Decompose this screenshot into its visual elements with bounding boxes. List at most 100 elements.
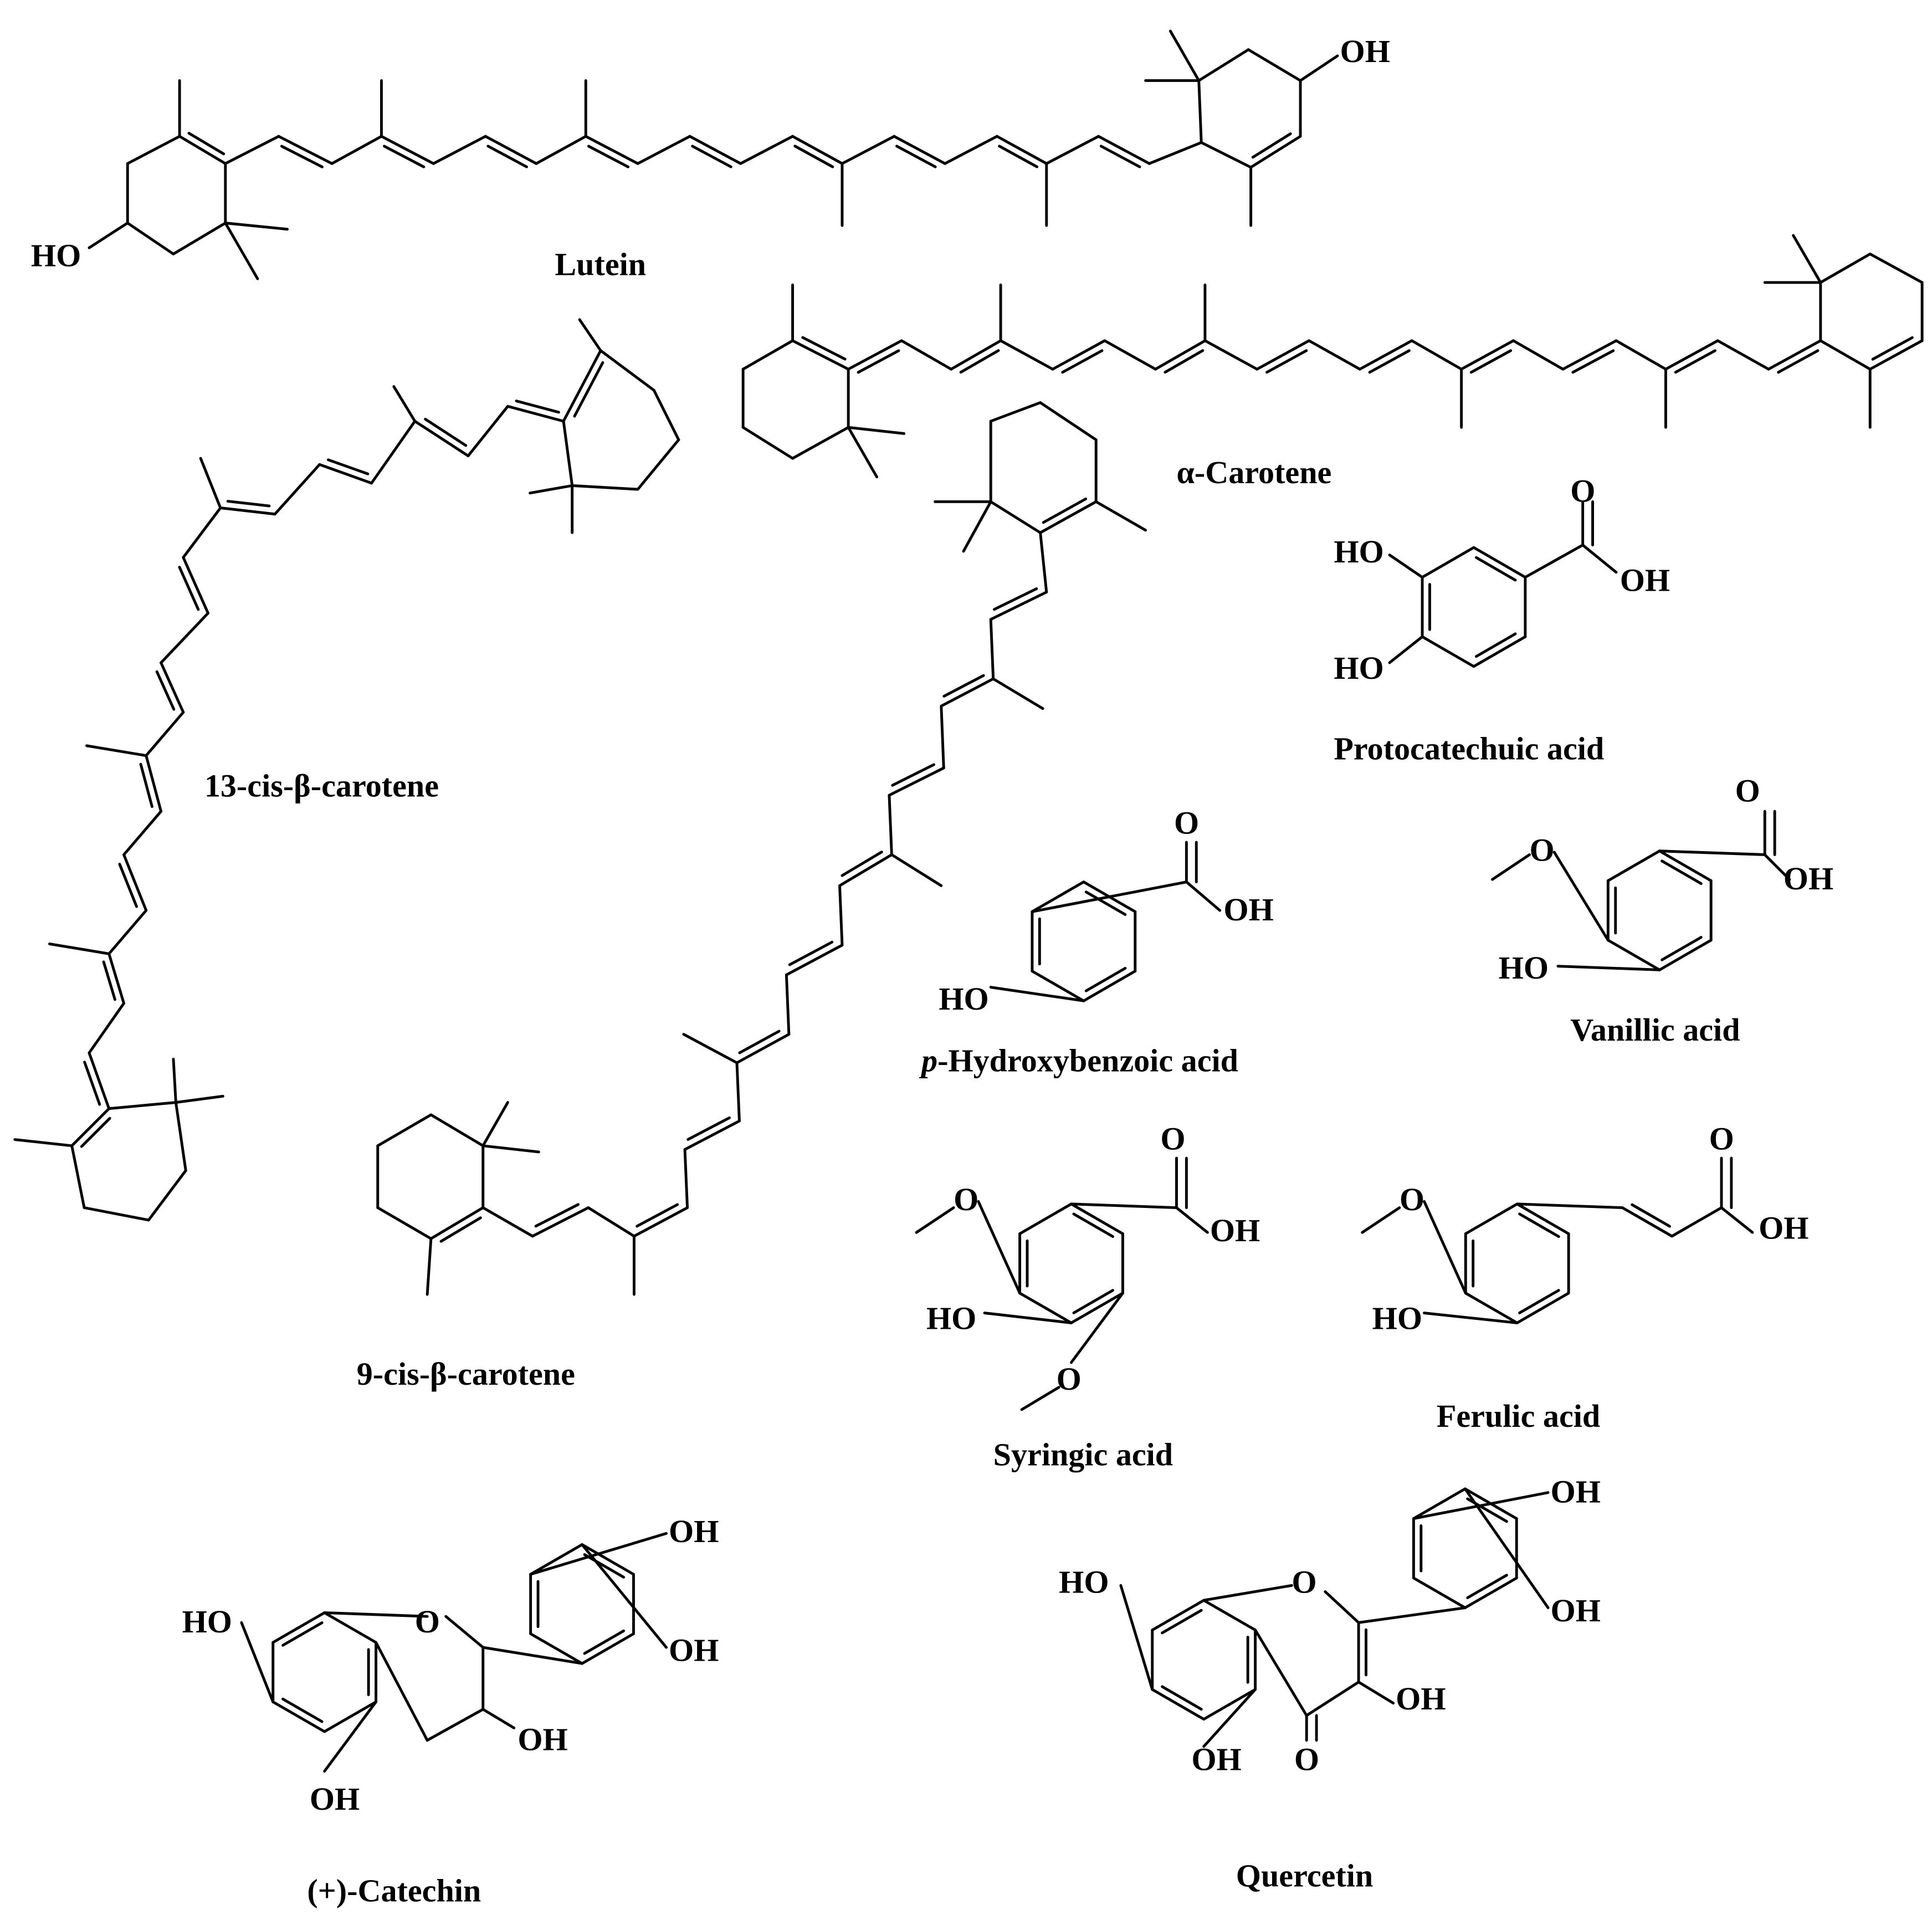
bond: [1423, 1200, 1467, 1295]
bond: [992, 677, 1044, 710]
bond: [506, 404, 565, 423]
double-bond: [1871, 336, 1914, 361]
bond: [1197, 79, 1203, 144]
bond: [940, 704, 945, 770]
bond: [1412, 1576, 1467, 1609]
bond: [1664, 339, 1719, 371]
bond: [1412, 1487, 1467, 1520]
bond: [107, 909, 148, 955]
bond: [1185, 880, 1222, 912]
bond: [174, 1101, 187, 1172]
bond: [1299, 54, 1339, 82]
double-bond: [583, 1629, 626, 1655]
bond: [1421, 546, 1475, 579]
bond: [1175, 1206, 1209, 1234]
bond: [1720, 1206, 1754, 1234]
bond: [88, 222, 129, 249]
bond: [599, 349, 655, 392]
atom-label: O: [1174, 805, 1199, 841]
bond: [1254, 1629, 1308, 1717]
compound-name: 13-cis-β-carotene: [204, 767, 439, 803]
double-bond: [80, 1117, 111, 1148]
bond: [1524, 544, 1585, 579]
bond: [318, 463, 373, 485]
compound-protocatechuic-acid: O HO OH HO Protocatechuic acid: [1334, 473, 1670, 766]
bond: [1606, 849, 1661, 882]
compound-13-cis-beta-carotene: 13-cis-β-carotene: [204, 767, 439, 803]
compound-vanillic-acid: O O OH HO Vanillic acid: [1499, 772, 1834, 1047]
bond: [1031, 880, 1188, 913]
bond: [529, 1543, 584, 1576]
compound-name: (+)-Catechin: [307, 1872, 481, 1908]
atom-label: OH: [1620, 562, 1670, 598]
bond: [88, 1051, 111, 1110]
atom-label: OH: [1191, 1741, 1241, 1777]
double-bond: [857, 349, 900, 374]
bond: [70, 1107, 111, 1148]
atom-label: HO: [1334, 534, 1383, 570]
bond: [429, 1113, 485, 1148]
bond: [571, 484, 639, 491]
bond: [1119, 1584, 1154, 1691]
atom-label: OH: [310, 1781, 360, 1817]
bond: [1151, 1688, 1206, 1721]
double-bond: [1161, 1685, 1203, 1711]
bond: [682, 1033, 739, 1064]
bond: [847, 339, 903, 371]
bond: [741, 339, 795, 371]
bond: [888, 766, 945, 797]
compound-name: Ferulic acid: [1437, 1398, 1600, 1434]
double-bond: [1661, 936, 1703, 961]
double-bond: [959, 349, 1000, 374]
atom-label: OH: [1396, 1681, 1446, 1717]
double-bond: [1164, 349, 1205, 374]
bond: [107, 952, 125, 1005]
atom-label: O: [1570, 473, 1595, 509]
bond: [995, 135, 1048, 165]
bond: [172, 222, 227, 255]
atom-label: HO: [926, 1300, 976, 1337]
bond: [1039, 500, 1098, 534]
compound-lutein: OH HO Lutein: [31, 33, 1390, 282]
bond: [83, 1206, 150, 1222]
double-bond: [383, 145, 426, 168]
name-rest: -Hydroxybenzoic acid: [937, 1043, 1238, 1079]
double-bond: [1474, 632, 1517, 658]
bond: [160, 612, 209, 664]
bond: [652, 388, 680, 442]
bond: [1463, 1487, 1550, 1609]
bond: [107, 1101, 177, 1110]
double-bond: [942, 674, 985, 698]
bond: [122, 853, 148, 912]
double-bond: [992, 587, 1038, 611]
bond: [219, 506, 276, 516]
bond: [277, 135, 334, 165]
double-bond: [1251, 132, 1292, 159]
bond: [529, 1532, 668, 1576]
bond: [578, 318, 602, 352]
compound-name: Syringic acid: [993, 1436, 1173, 1472]
bond: [1819, 339, 1872, 371]
bond: [1621, 1206, 1674, 1238]
bond: [791, 135, 844, 165]
double-bond: [801, 336, 847, 361]
double-bond: [1631, 1203, 1672, 1228]
bond: [70, 1144, 86, 1209]
atom-label: OH: [1340, 33, 1390, 69]
bond: [531, 1206, 590, 1238]
bond: [13, 1138, 74, 1148]
double-bond: [1161, 1609, 1203, 1635]
bonds: [13, 29, 1924, 1773]
double-bond: [1571, 349, 1615, 374]
double-bond: [187, 131, 226, 156]
double-bond: [788, 940, 834, 966]
double-bond: [1084, 890, 1127, 916]
bond: [529, 1632, 584, 1665]
double-bond: [424, 417, 468, 447]
bond: [88, 1002, 125, 1054]
atom-label: OH: [1551, 1474, 1601, 1510]
bond: [126, 222, 175, 255]
bond: [160, 661, 185, 714]
bond: [1410, 339, 1463, 371]
atom-label: O: [1292, 1564, 1316, 1600]
